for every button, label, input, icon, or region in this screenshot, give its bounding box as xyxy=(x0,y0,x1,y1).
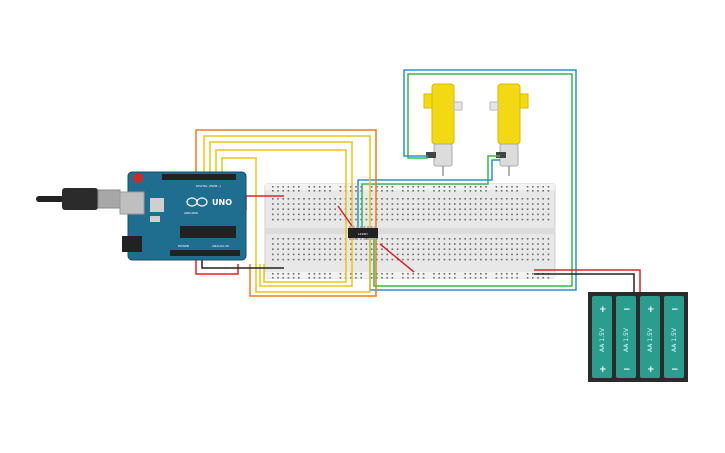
battery-cell: + + AA 1.5V xyxy=(640,296,660,378)
digital-header-label: DIGITAL (PWM~) xyxy=(196,184,221,188)
battery-terminal-bottom: + xyxy=(647,365,655,375)
battery-cell-label: AA 1.5V xyxy=(671,327,678,352)
l293d-chip[interactable]: L293D xyxy=(348,226,378,240)
battery-cell-label: AA 1.5V xyxy=(647,327,654,352)
battery-cell: − − AA 1.5V xyxy=(616,296,636,378)
wires xyxy=(195,69,641,297)
chip-pins xyxy=(349,226,377,240)
power-header-label: POWER xyxy=(178,244,189,248)
chip-label: L293D xyxy=(358,232,368,236)
battery-cell-label: AA 1.5V xyxy=(623,327,630,352)
wire-red-battery[interactable] xyxy=(534,269,641,294)
dc-motor-right[interactable] xyxy=(489,83,529,176)
battery-terminal-top: − xyxy=(671,305,679,315)
breadboard-holes xyxy=(272,186,550,279)
arduino-logo-icon xyxy=(186,197,208,207)
wire-yellow-header-1[interactable] xyxy=(203,135,371,293)
arduino-uno[interactable]: UNO ARDUINO DIGITAL (PWM~) POWER ANALOG … xyxy=(36,171,247,261)
battery-terminal-bottom: − xyxy=(671,365,679,375)
battery-terminal-top: − xyxy=(623,305,631,315)
wire-red-ic-in[interactable] xyxy=(337,205,353,227)
wire-yellow-header-4[interactable] xyxy=(221,157,257,266)
wire-red-ic-out[interactable] xyxy=(379,243,415,273)
battery-cell-label: AA 1.5V xyxy=(599,327,606,352)
wire-blue-motor2[interactable] xyxy=(357,159,500,232)
battery-cell: + + AA 1.5V xyxy=(592,296,612,378)
battery-terminal-bottom: + xyxy=(599,365,607,375)
wire-black-gnd[interactable] xyxy=(201,258,284,269)
analog-header-label: ANALOG IN xyxy=(212,244,229,248)
breadboard[interactable] xyxy=(264,183,556,279)
battery-terminal-top: + xyxy=(647,305,655,315)
brand-label: ARDUINO xyxy=(184,211,199,215)
wire-orange-header[interactable] xyxy=(195,129,377,297)
battery-cells: + + AA 1.5V − − AA 1.5V + + AA 1.5V − − AA 1.5V xyxy=(592,296,684,378)
battery-pack[interactable]: + + AA 1.5V − − AA 1.5V + + AA 1.5V − − AA 1.5V xyxy=(588,292,688,382)
wire-black-battery[interactable] xyxy=(534,273,635,294)
battery-terminal-bottom: − xyxy=(623,365,631,375)
wire-yellow-header-3[interactable] xyxy=(215,149,347,283)
wire-green-motor2[interactable] xyxy=(361,155,500,232)
board-label: UNO xyxy=(212,198,232,207)
battery-terminal-top: + xyxy=(599,305,607,315)
usb-cable xyxy=(36,196,64,202)
dc-motor-left[interactable] xyxy=(423,83,463,176)
battery-cell: − − AA 1.5V xyxy=(664,296,684,378)
wire-red-gnd-rail[interactable] xyxy=(195,258,239,275)
wire-yellow-header-2[interactable] xyxy=(209,141,353,287)
wire-green-motor-loop[interactable] xyxy=(373,73,573,287)
